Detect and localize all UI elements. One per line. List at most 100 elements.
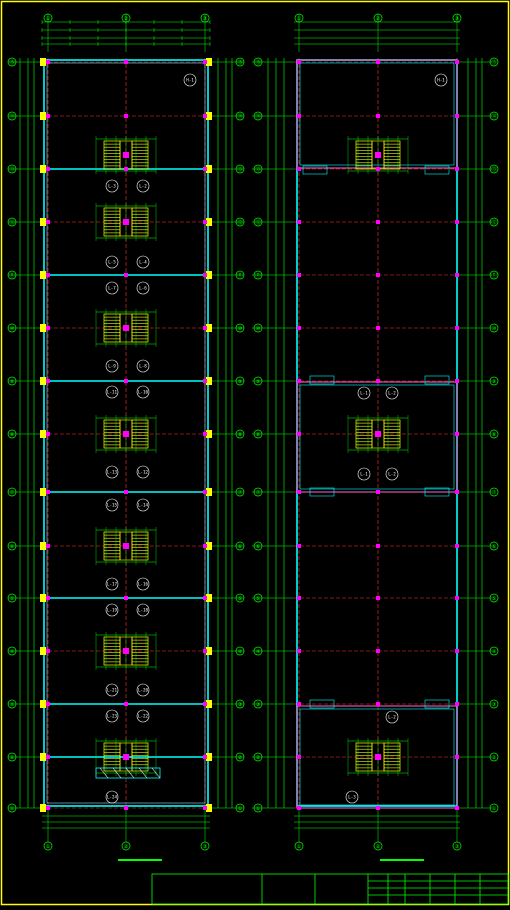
row-bubble-right (489, 803, 499, 813)
structural-column (203, 220, 207, 224)
room-tag (136, 359, 150, 373)
structural-column (376, 273, 380, 277)
window-left (40, 324, 46, 332)
room-tag-label: L-17 (107, 582, 118, 587)
structural-column (297, 544, 301, 548)
room-tag (105, 790, 119, 804)
structural-column (203, 490, 207, 494)
row-bubble-right (489, 270, 499, 280)
room-tag-label: L-20 (138, 688, 149, 693)
entrance-step (309, 375, 335, 385)
structural-column (124, 806, 128, 810)
room-tag-label: L-2 (388, 391, 396, 396)
row-bubble-right-label: ⑫ (491, 218, 497, 226)
entrance-step (309, 699, 335, 709)
row-bubble-left-label: ⑤ (9, 595, 14, 602)
window-left (40, 112, 46, 120)
room-tag-label: L-5 (108, 260, 116, 265)
row-bubble-left-label: ⑫ (9, 218, 15, 226)
row-bubble-right-label: ④ (237, 648, 242, 655)
row-bubble-right-label: ⑧ (491, 431, 496, 438)
entrance-canopy (95, 767, 161, 779)
window-left (40, 488, 46, 496)
room-tag-label: H-1 (186, 78, 194, 83)
row-bubble-left (7, 57, 17, 67)
row-bubble-left-label: ⑭ (255, 112, 261, 120)
row-bubble-right (235, 376, 245, 386)
entrance-steps (95, 767, 161, 779)
room-tag (183, 73, 197, 87)
structural-column (46, 379, 50, 383)
room-tag (136, 498, 150, 512)
window-left (40, 700, 46, 708)
room-tag (105, 359, 119, 373)
col-bubble-bottom (121, 841, 131, 851)
stair-outline (131, 140, 149, 170)
row-bubble-right-label: ③ (237, 701, 242, 708)
structural-column (124, 60, 128, 64)
structural-column (124, 220, 128, 224)
structural-column (455, 60, 459, 64)
row-bubble-left-label: ⑪ (9, 271, 15, 279)
stair-right-flight (131, 140, 149, 170)
row-bubble-right (235, 111, 245, 121)
stair-unit (95, 632, 157, 670)
row-bubble-right-label: ⑪ (237, 271, 243, 279)
structural-column (46, 326, 50, 330)
entrance-step (309, 487, 335, 497)
row-bubble-right (489, 593, 499, 603)
row-bubble-left-label: ① (255, 805, 260, 812)
room-tag-label: L-14 (138, 503, 149, 508)
row-bubble-right-label: ⑭ (237, 112, 243, 120)
row-bubble-left (7, 376, 17, 386)
row-bubble-left-label: ③ (9, 701, 14, 708)
structural-column (455, 167, 459, 171)
col-bubble-bottom-label: ② (123, 843, 128, 850)
row-bubble-left (7, 217, 17, 227)
row-bubble-left (253, 376, 263, 386)
col-bubble-top (200, 13, 210, 23)
structural-column (124, 114, 128, 118)
room-tag (105, 603, 119, 617)
structural-column (376, 326, 380, 330)
room-tag (357, 386, 371, 400)
entrance-hatch (151, 767, 161, 779)
bay-inner-wall (299, 384, 455, 490)
row-bubble-right (489, 376, 499, 386)
row-bubble-left (253, 803, 263, 813)
room-tag (136, 709, 150, 723)
stair-left-flight (103, 207, 121, 237)
window-right (206, 112, 212, 120)
structural-column (376, 114, 380, 118)
row-bubble-left-label: ⑨ (255, 378, 260, 385)
window-right (206, 700, 212, 708)
row-bubble-right-label: ⑬ (237, 165, 243, 173)
structural-column (203, 755, 207, 759)
row-bubble-right-label: ⑥ (237, 543, 242, 550)
structural-column (203, 273, 207, 277)
row-bubble-left-label: ⑧ (9, 431, 14, 438)
room-tag (136, 465, 150, 479)
structural-column (46, 702, 50, 706)
row-bubble-left (7, 752, 17, 762)
structural-column (455, 220, 459, 224)
window-right (206, 218, 212, 226)
room-tag (105, 255, 119, 269)
row-bubble-left (253, 57, 263, 67)
row-bubble-right-label: ⑥ (491, 543, 496, 550)
row-bubble-right-label: ⑫ (237, 218, 243, 226)
row-bubble-right-label: ⑭ (491, 112, 497, 120)
structural-column (297, 806, 301, 810)
row-bubble-left (253, 270, 263, 280)
window-left (40, 377, 46, 385)
room-tag-label: L-18 (138, 608, 149, 613)
entrance-step (424, 699, 450, 709)
structural-column (455, 596, 459, 600)
col-bubble-bottom (294, 841, 304, 851)
room-tag-label: L-9 (108, 364, 116, 369)
structural-column (376, 806, 380, 810)
room-tag (136, 603, 150, 617)
structural-column (455, 432, 459, 436)
